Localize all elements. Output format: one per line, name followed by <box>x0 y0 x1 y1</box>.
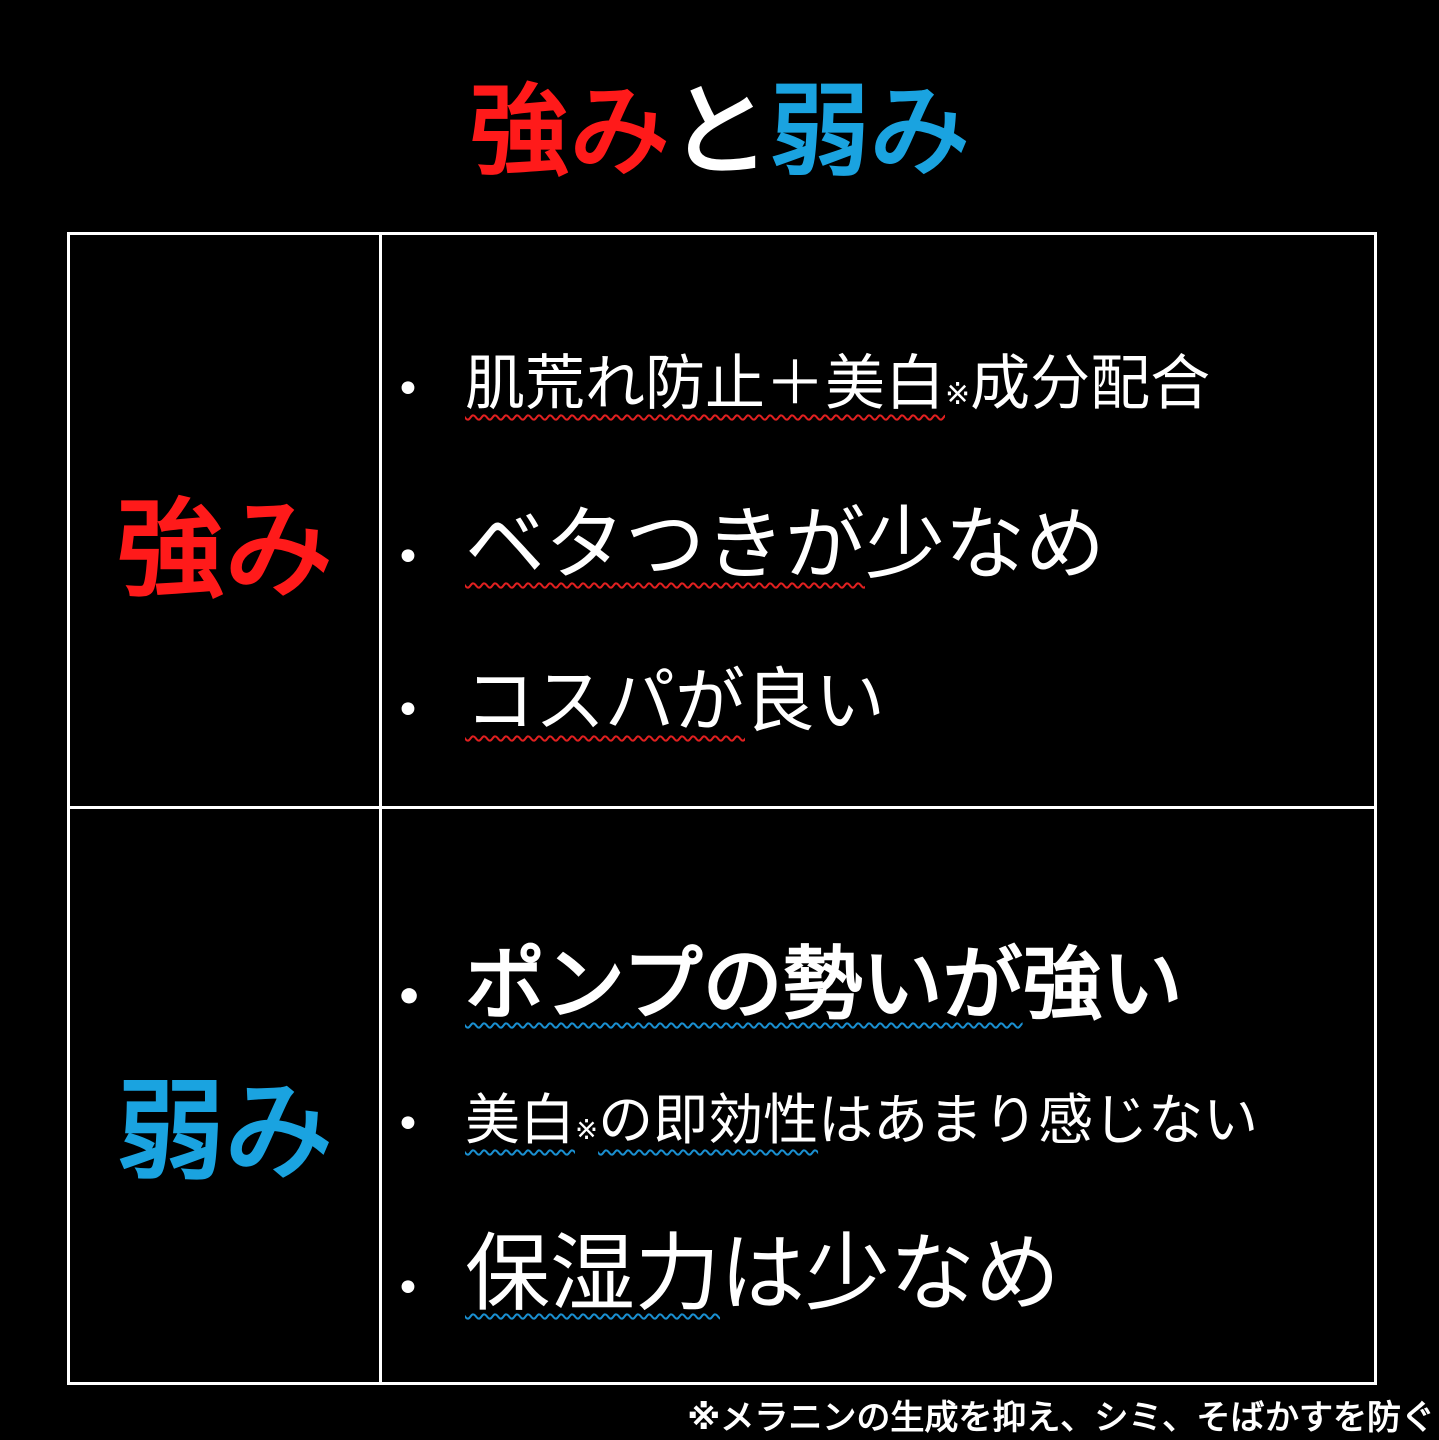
strength-label: 強み <box>116 488 333 613</box>
title-strength: 強み <box>469 73 670 190</box>
item-text: の即効性 <box>598 1088 819 1152</box>
item-text: 少なめ <box>865 498 1105 591</box>
bullet: • <box>395 1263 421 1314</box>
footnote-mark: ※ <box>945 377 971 412</box>
title-and: と <box>669 73 770 190</box>
item-text: 美白 <box>465 1088 576 1152</box>
weakness-label: 弱み <box>116 1070 333 1195</box>
strength-item: • ベタつきが少なめ <box>395 480 1105 596</box>
bullet: • <box>395 972 424 1023</box>
bullet: • <box>395 1099 421 1150</box>
footnote-mark: ※ <box>575 1114 599 1146</box>
item-text: は少なめ <box>720 1225 1061 1324</box>
comparison-table: 強み 弱み • 肌荒れ防止＋美白※成分配合 • ベタつきが少なめ • コスパが良… <box>67 232 1377 1385</box>
strength-item: • コスパが良い <box>395 645 885 746</box>
item-text: 強い <box>1022 938 1183 1031</box>
bullet: • <box>395 532 421 583</box>
footnote: ※メラニンの生成を抑え、シミ、そばかすを防ぐ <box>687 1398 1435 1438</box>
item-text: コスパが <box>465 660 745 742</box>
bullet: • <box>395 685 421 736</box>
weakness-item: • 美白※の即効性はあまり感じない <box>395 1075 1258 1155</box>
item-text: ポンプの勢いが <box>465 938 1023 1031</box>
item-text: ベタつきが <box>465 498 865 591</box>
strength-item: • 肌荒れ防止＋美白※成分配合 <box>395 335 1210 422</box>
item-text: 成分配合 <box>970 349 1211 419</box>
item-text: 肌荒れ防止＋美白 <box>465 349 945 419</box>
row-divider <box>70 806 1374 809</box>
title-weakness: 弱み <box>769 73 970 190</box>
weakness-item: • 保湿力は少なめ <box>395 1205 1060 1328</box>
item-text: はあまり感じない <box>818 1088 1259 1152</box>
weakness-item: • ポンプの勢いが強い <box>395 920 1183 1036</box>
item-text: 保湿力 <box>465 1225 721 1324</box>
page-title: 強みと弱み <box>0 72 1439 192</box>
item-text: 良い <box>745 660 885 742</box>
bullet: • <box>395 364 421 415</box>
